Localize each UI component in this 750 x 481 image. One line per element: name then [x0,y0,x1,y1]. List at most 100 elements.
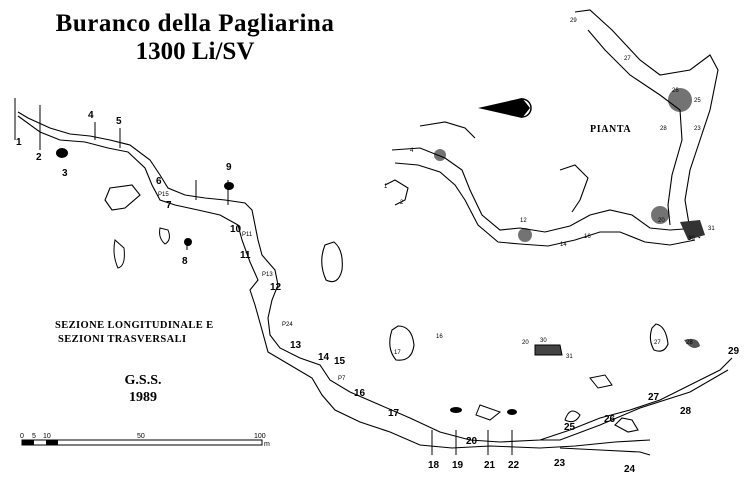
plan-station: 2 [400,200,404,206]
scale-tick: 100 [254,433,266,440]
section-label: 28 [680,406,692,417]
detail-label: 16 [436,334,443,340]
section-detail-labels: 16 17 20 30 31 27 28 [394,334,693,360]
plan-station: 26 [672,88,679,94]
section-24-floor [559,447,651,456]
longitudinal-section-lower [17,115,651,449]
ramp-right [540,369,729,441]
section-label: 22 [508,460,520,471]
section-number-labels: 1 2 3 4 5 6 7 8 9 10 11 12 13 14 15 16 1… [16,110,740,475]
scale-tick: 10 [43,433,51,440]
plan-label: PIANTA [590,124,632,135]
plan-passage-top [574,9,719,239]
longitudinal-section-upper [17,111,733,443]
section-label: 6 [156,176,162,187]
plan-station: 31 [708,226,715,232]
section-label: 21 [484,460,496,471]
section-label: 19 [452,460,464,471]
plan-station: 20 [658,218,665,224]
caption-line-1: SEZIONE LONGITUDINALE E [55,320,214,331]
pit-label: P7 [338,376,346,382]
section-label: 24 [624,464,636,475]
section-label: 2 [36,152,42,163]
section-label: 16 [354,388,366,399]
section-label: 8 [182,256,188,267]
cross-section-8 [184,238,192,246]
north-arrow-icon [478,98,532,118]
cross-section-9 [224,182,234,190]
scale-bar-labels: 0 5 10 50 100 m [20,433,270,448]
section-label: 17 [388,408,400,419]
section-26-block [614,417,639,433]
section-label: 4 [88,110,94,121]
section-label: 12 [270,282,282,293]
section-label: 18 [428,460,440,471]
pit-label: P11 [242,232,253,238]
scale-tick: 50 [137,433,145,440]
credit-group: G.S.S. [124,373,162,388]
scale-tick: 5 [32,433,36,440]
section-label: 25 [564,422,576,433]
section-label: 11 [240,250,251,261]
plan-station: 14 [560,242,567,248]
section-label: 14 [318,352,330,363]
pit-labels: P15 P11 P13 P24 P7 [158,192,346,382]
section-label: 26 [604,414,616,425]
cross-section-22 [507,409,517,415]
caption-line-2: SEZIONI TRASVERSALI [58,334,187,345]
section-label: 7 [166,200,172,211]
section-label: 10 [230,224,242,235]
detail-label: 28 [686,340,693,346]
chamber-ellipse-15 [321,241,343,283]
section-label: 3 [62,168,68,179]
scale-tick: 0 [20,433,24,440]
cave-title: Buranco della Pagliarina [55,10,335,37]
scale-unit: m [264,441,270,448]
detail-label: 20 [522,340,529,346]
section-label: 15 [334,356,346,367]
section-label: 9 [226,162,232,173]
section-label: 20 [466,436,478,447]
plan-main-gallery-inner [394,162,696,247]
plan-station: 16 [584,234,591,240]
chamber-27 [649,323,669,352]
section-30-hatched [534,344,563,356]
plan-station-labels: 29 27 26 25 28 23 31 30 20 16 12 14 4 2 … [384,18,715,248]
drop-shaft-left [104,184,141,211]
plan-station: 12 [520,218,527,224]
section-label: 29 [728,346,740,357]
cave-code: 1300 Li/SV [135,38,255,65]
plan-station: 27 [624,56,631,62]
pit-label: P15 [158,192,169,198]
cross-section-3 [56,148,68,158]
chamber-ellipse-17 [389,325,415,361]
detail-label: 27 [654,340,661,346]
plan-branch-mid [559,164,589,213]
plan-station: 28 [660,126,667,132]
section-label: 23 [554,458,566,469]
plan-branch-upper [419,121,476,139]
detail-label: 30 [540,338,547,344]
detail-label: 31 [566,354,573,360]
plan-station: 23 [694,126,701,132]
section-label: 27 [648,392,660,403]
credit-year: 1989 [129,390,157,405]
plan-station: 1 [384,184,388,190]
section-label: 13 [290,340,302,351]
plan-passage-top-inner [587,29,683,226]
plan-station: 25 [694,98,701,104]
chamber-28-hatched [684,338,700,348]
plan-hatched-end [680,220,705,240]
section-label: 5 [116,116,122,127]
pit-label: P24 [282,322,293,328]
cross-section-19 [450,407,462,413]
plan-main-gallery [391,147,699,233]
plan-branch-left [384,179,409,206]
plan-station: 4 [410,148,414,154]
scale-bar [21,439,263,446]
plan-station: 29 [570,18,577,24]
section-label: 1 [16,137,22,148]
detail-label: 17 [394,350,401,356]
pit-label: P13 [262,272,273,278]
